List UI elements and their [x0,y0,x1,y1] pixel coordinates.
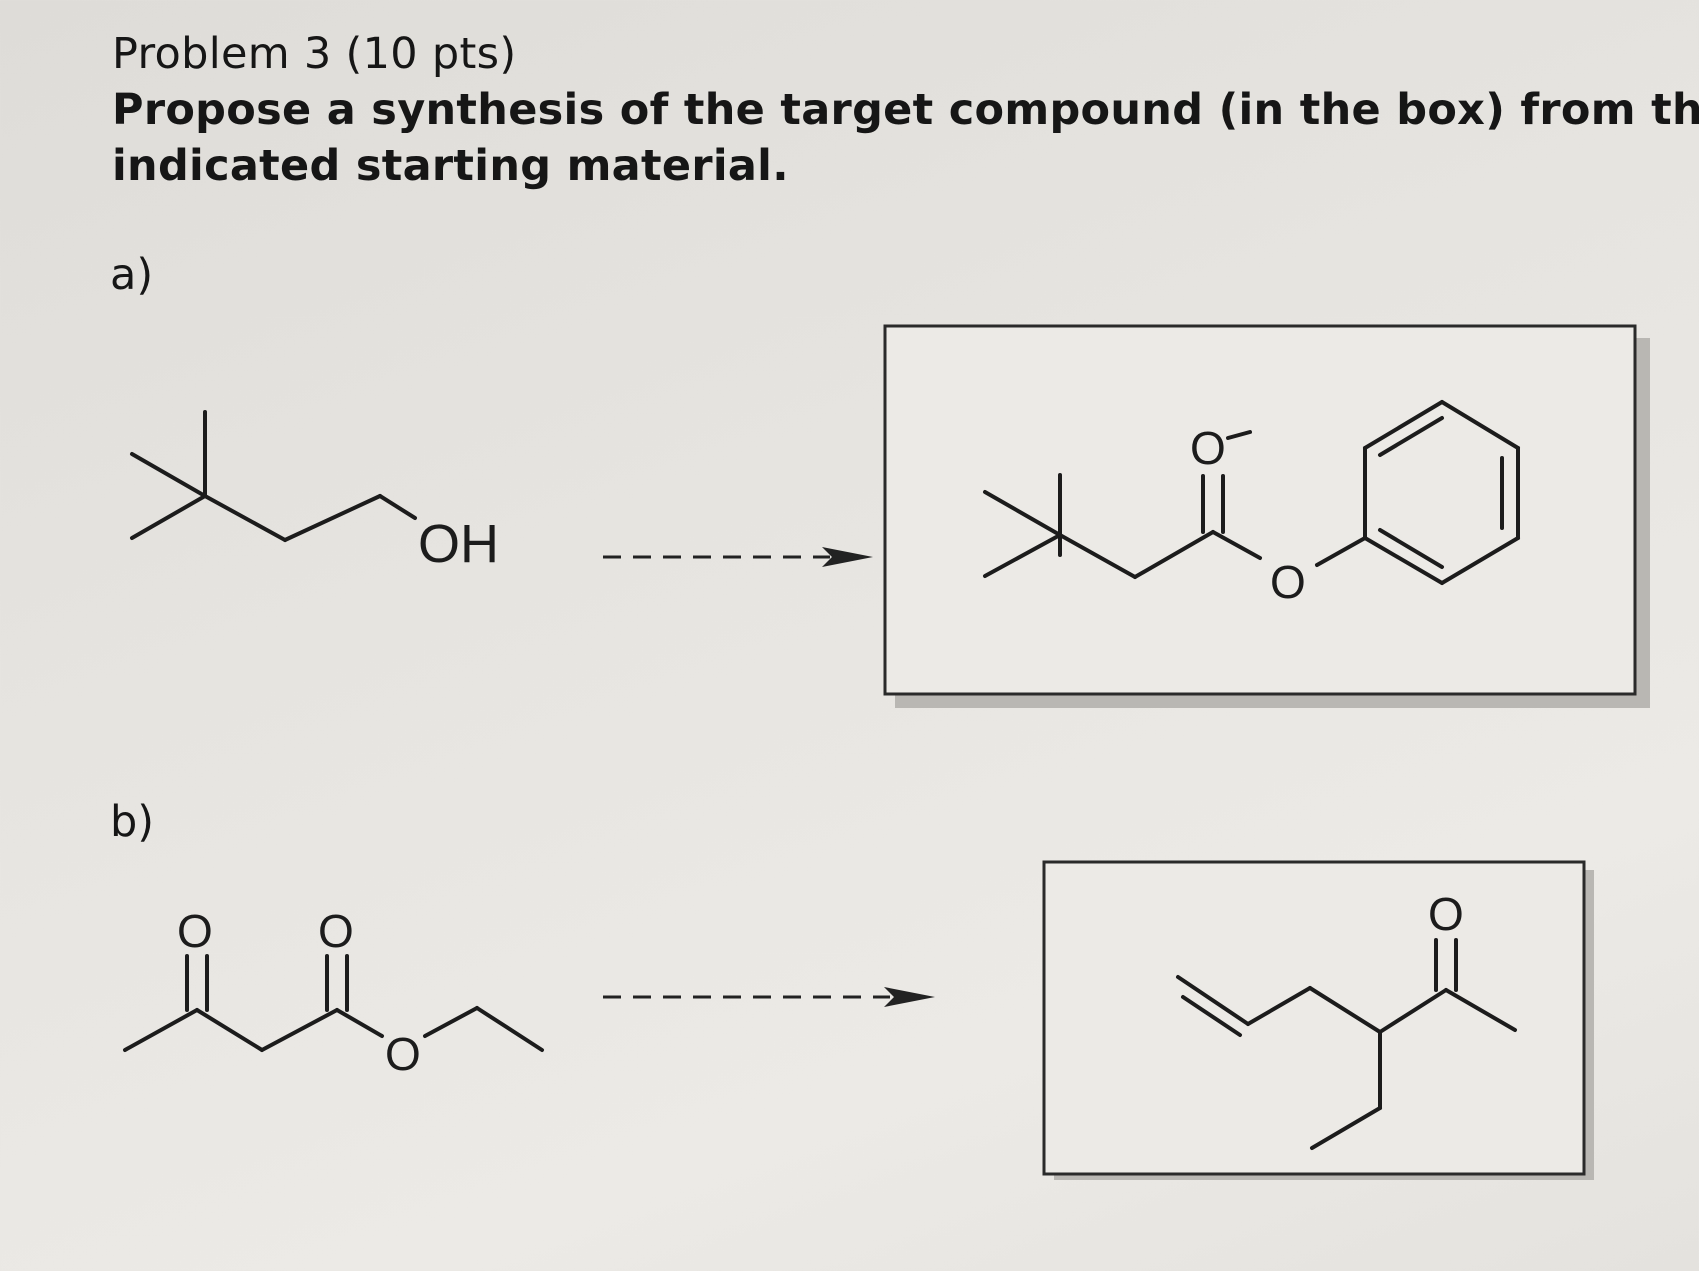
bond [1058,533,1137,579]
part-a-arrow [603,547,873,567]
target-box-b [1042,860,1586,1176]
bond [1226,430,1252,440]
bond [1378,528,1444,569]
arrow-head [822,547,873,567]
bond [1363,400,1444,450]
bond [335,1008,384,1038]
part-b-label: b) [110,797,155,847]
ester-carbonyl-oxygen-label: O [318,905,354,957]
bond [195,1008,264,1052]
bond [1246,986,1312,1026]
problem-instruction-line-2: indicated starting material. [112,141,789,191]
arrow-head [884,987,935,1007]
bond [1378,416,1444,457]
bond [203,494,287,542]
part-b-starting-material: O O O [123,905,544,1080]
problem-header: Problem 3 (10 pts) Propose a synthesis o… [112,26,1699,194]
bond [1211,530,1262,560]
bond [1181,995,1242,1037]
part-a-label: a) [110,250,154,300]
ketone-oxygen-label: O [177,905,213,957]
part-b-arrow [603,987,935,1007]
bond [983,490,1062,537]
bond [1315,536,1367,567]
bond [130,494,207,540]
bond [378,494,417,520]
bond [475,1006,544,1052]
bond [1133,530,1215,579]
ester-oxygen-label: O [1270,556,1306,608]
bond [1176,975,1250,1026]
hydroxyl-label: OH [418,514,499,574]
bond [260,1008,339,1052]
ketone-oxygen-label: O [1428,888,1464,940]
part-a-starting-material: OH [130,410,499,574]
target-box-a [883,324,1637,696]
bond [123,1008,199,1052]
bond [1444,988,1517,1032]
ester-oxygen-label: O [385,1028,421,1080]
part-a-target-molecule: O O [983,400,1520,608]
bond [1308,986,1382,1034]
problem-instruction-line-1: Propose a synthesis of the target compou… [112,85,1699,135]
problem-title: Problem 3 (10 pts) [112,29,517,79]
part-b-target-molecule: O [1176,888,1517,1150]
part-a-target-box [883,324,1650,708]
bond [1310,1106,1382,1150]
bond [1440,536,1520,585]
bond [1440,400,1520,450]
bond [1363,536,1444,585]
bond [983,533,1062,578]
bond [283,494,382,542]
bond [1378,988,1448,1034]
part-b-target-box [1042,860,1594,1180]
bond [130,452,207,498]
bond [423,1006,479,1038]
carbonyl-oxygen-label: O [1190,422,1226,474]
